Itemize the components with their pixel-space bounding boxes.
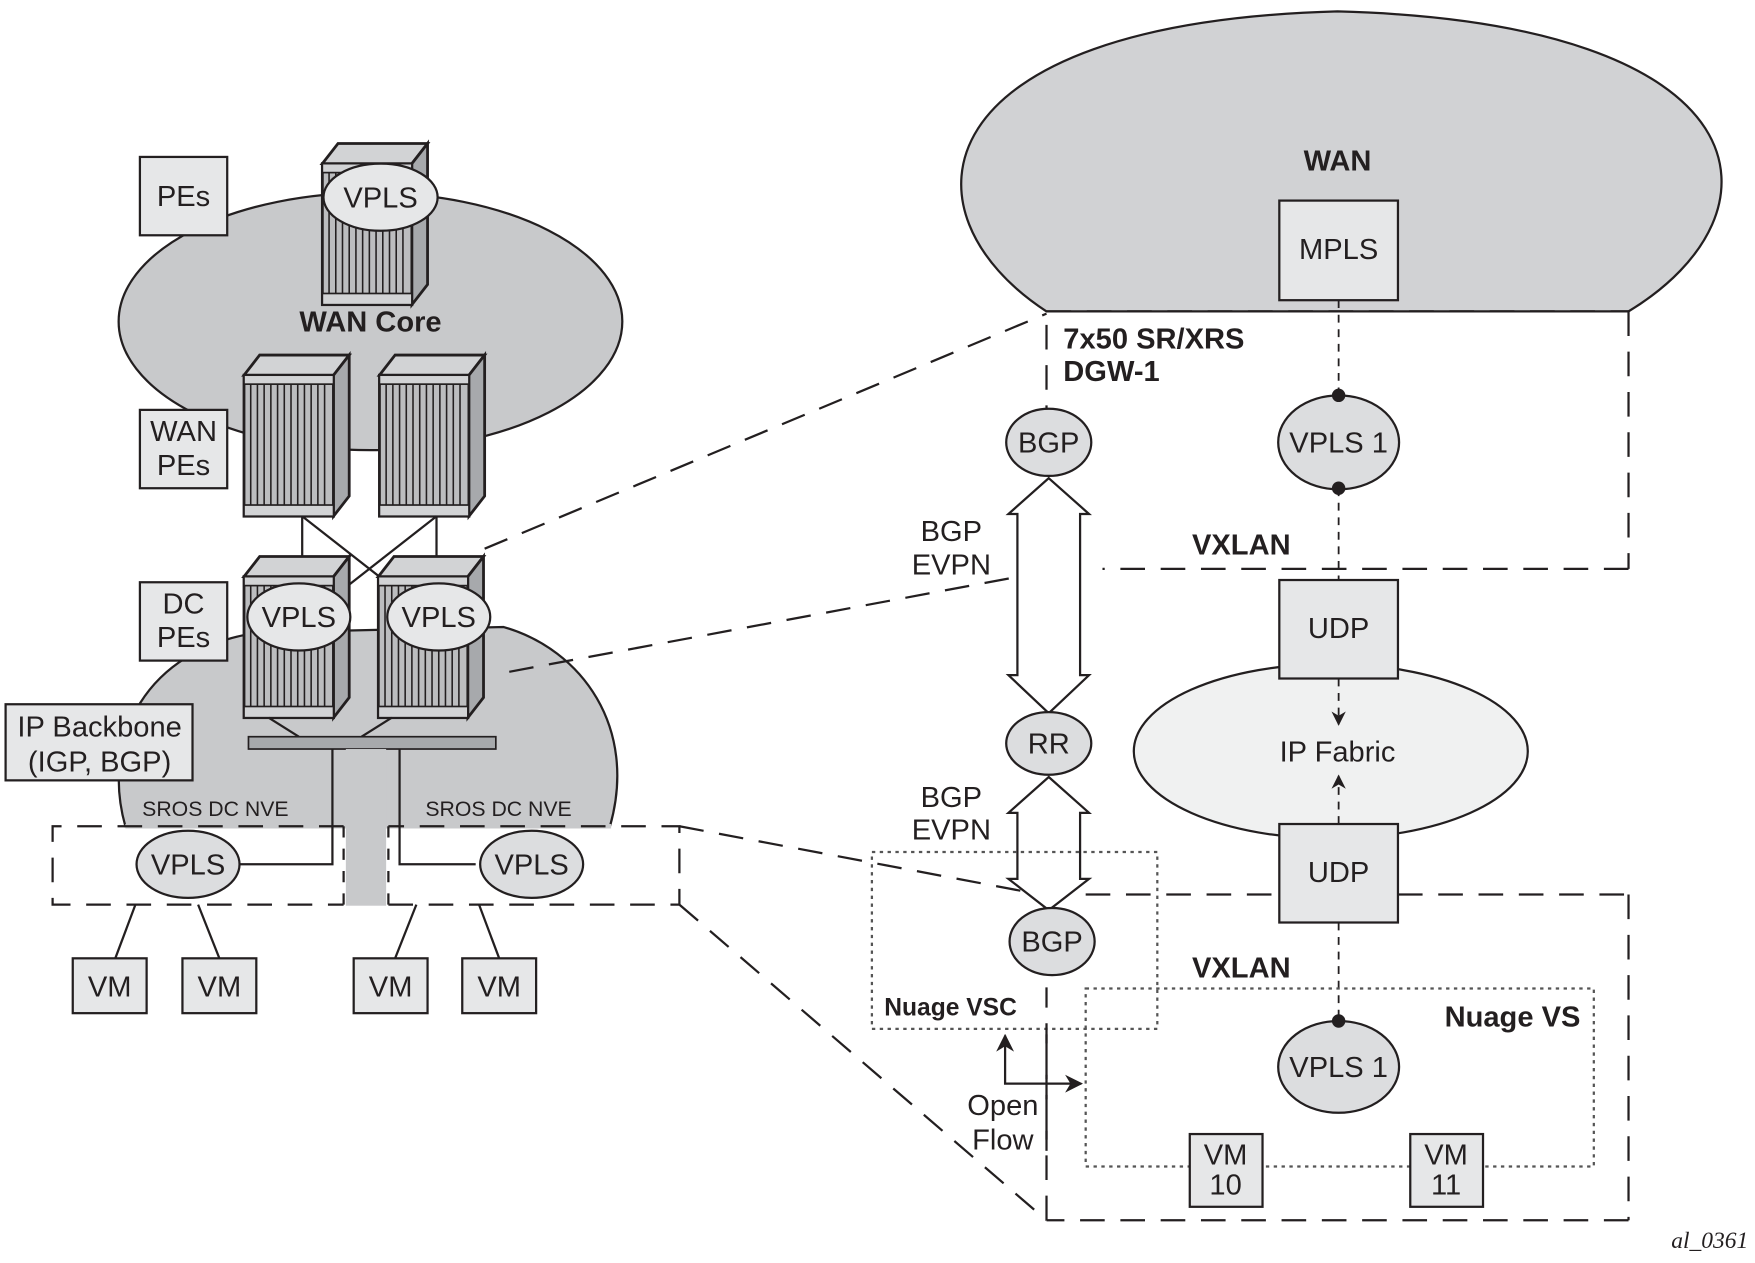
svg-text:VM: VM (198, 971, 242, 1003)
dc-vpls-ellipse-2 (386, 582, 492, 652)
vm-box-4: VM (461, 957, 538, 1015)
dgw-dashed-box (1045, 310, 1630, 570)
svg-text:11: 11 (1431, 1169, 1461, 1201)
bgp-evpn-bottom-line2: EVPN (912, 815, 991, 847)
nve-vpls-label-2: VPLS (494, 849, 568, 881)
dc-vpls-ellipse-1 (246, 582, 352, 652)
ip-fabric-label: IP Fabric (1280, 736, 1396, 768)
mpls-box (1278, 199, 1400, 302)
vm-box-2: VM (181, 957, 258, 1015)
wan-label: WAN (1304, 145, 1372, 177)
vs-vpls1-label: VPLS 1 (1289, 1052, 1388, 1084)
vxlan-top-label: VXLAN (1192, 529, 1291, 561)
backbone-trunk (345, 749, 387, 906)
nve-label-1: SROS DC NVE (142, 797, 288, 821)
ip-backbone-label-box (4, 703, 194, 782)
nuage-vsc-label: Nuage VSC (884, 994, 1017, 1021)
udp-box-bottom (1278, 822, 1400, 924)
svg-text:VM: VM (88, 971, 132, 1003)
dc-vpls-label-2: VPLS (402, 602, 476, 634)
dgw-vpls1-label: VPLS 1 (1289, 427, 1388, 459)
pes-label-box (138, 155, 229, 237)
top-vpls-ellipse (322, 162, 439, 232)
wan-core-label: WAN Core (299, 307, 441, 339)
nve-vpls-ellipse-1 (135, 829, 241, 900)
nuage-vsc-box (870, 850, 1159, 1030)
top-vpls-label: VPLS (343, 182, 417, 214)
wan-pes-label-line2: PEs (157, 450, 210, 482)
wan-pe-router-1 (242, 353, 351, 518)
udp-bottom-label: UDP (1308, 857, 1369, 889)
vm-box-3: VM (352, 957, 429, 1015)
svg-text:VM: VM (1424, 1139, 1468, 1171)
backbone-switch-bar (247, 735, 497, 750)
dc-pes-label-box (138, 581, 229, 662)
bgp-evpn-top-line1: BGP (921, 516, 982, 548)
openflow-arrow (996, 1033, 1083, 1093)
ip-backbone-label-line1: IP Backbone (17, 712, 181, 744)
bgp-evpn-top-line2: EVPN (912, 549, 991, 581)
zoom-projection-lines (484, 312, 1048, 1222)
dc-vpls-label-1: VPLS (262, 602, 336, 634)
openflow-label-line1: Open (967, 1090, 1038, 1122)
bgp-evpn-arrow-top (1005, 476, 1092, 715)
nuage-vs-box (1084, 987, 1595, 1168)
dc-pes-label-line1: DC (163, 589, 205, 621)
svg-text:VM: VM (477, 971, 521, 1003)
vsc-bgp-label: BGP (1021, 927, 1082, 959)
nve-links (231, 749, 476, 866)
wan-pes-label-line1: WAN (150, 416, 217, 448)
vsc-bgp-ellipse (1008, 906, 1096, 977)
dgw-bgp-ellipse (1005, 407, 1093, 478)
figure-id: al_0361 (1671, 1228, 1748, 1254)
nve-vpls-ellipse-2 (479, 829, 585, 900)
vxlan-bottom-label: VXLAN (1192, 952, 1291, 984)
rr-ellipse (1005, 710, 1093, 776)
pes-label: PEs (157, 181, 210, 213)
wan-cloud (960, 10, 1723, 313)
wan-pe-router-2 (378, 353, 487, 518)
mpls-label: MPLS (1299, 234, 1378, 266)
udp-top-label: UDP (1308, 613, 1369, 645)
udp-box-top (1278, 578, 1400, 680)
dgw-bgp-label: BGP (1018, 427, 1079, 459)
vm-11-box: VM 11 (1409, 1132, 1485, 1208)
vm-links (114, 904, 501, 959)
dgw-label-line1: 7x50 SR/XRS (1063, 323, 1244, 355)
wan-pes-label-box (138, 408, 229, 490)
rr-label: RR (1028, 728, 1070, 760)
dgw-label-line2: DGW-1 (1063, 356, 1159, 388)
bgp-evpn-arrow-bottom (1005, 775, 1093, 912)
dc-pes-label-line2: PEs (157, 622, 210, 654)
nve-label-2: SROS DC NVE (425, 797, 571, 821)
svg-text:VM: VM (1204, 1139, 1248, 1171)
openflow-label-line2: Flow (972, 1125, 1034, 1157)
bgp-evpn-bottom-line1: BGP (921, 782, 982, 814)
svg-text:10: 10 (1209, 1169, 1241, 1201)
vm-10-box: VM 10 (1188, 1132, 1264, 1208)
vm-box-1: VM (71, 957, 148, 1015)
nve-vpls-label-1: VPLS (151, 849, 225, 881)
backbone-links (268, 716, 393, 738)
nuage-vs-label: Nuage VS (1445, 1002, 1581, 1034)
ip-backbone-label-line2: (IGP, BGP) (28, 746, 171, 778)
svg-text:VM: VM (369, 971, 413, 1003)
